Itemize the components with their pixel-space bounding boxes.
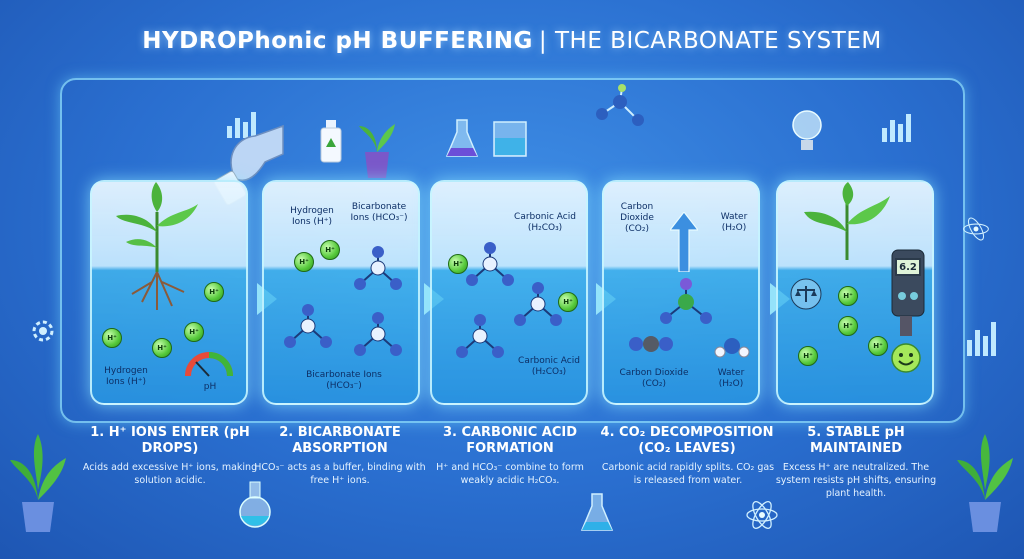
water-molecule: [712, 332, 752, 360]
bar-chart-icon: [965, 318, 999, 358]
panel-step-5: 6.2 H⁺ H⁺ H⁺ H⁺: [776, 180, 934, 405]
bicarbonate-molecule: [278, 302, 338, 352]
bicarbonate-molecule: [348, 244, 408, 294]
hydrogen-ion: H⁺: [868, 336, 888, 356]
rising-arrow-icon: [670, 212, 698, 272]
panel-step-2: Hydrogen Ions (H⁺) Bicarbonate Ions (HCO…: [262, 180, 420, 405]
atom-icon: [962, 215, 990, 243]
step-1-desc: Acids add excessive H⁺ ions, making solu…: [80, 461, 260, 487]
hydrogen-ion: H⁺: [102, 328, 122, 348]
step-4-title: 4. CO₂ DECOMPOSITION (CO₂ LEAVES): [592, 425, 782, 457]
step-5-title: 5. STABLE pH MAINTAINED: [766, 425, 946, 457]
healthy-plant-icon: [802, 182, 892, 262]
gear-icon: [30, 318, 56, 344]
ph-gauge-icon: [184, 348, 234, 378]
hydrogen-ion: H⁺: [838, 316, 858, 336]
bicarbonate-molecule: [348, 310, 408, 360]
bottle-icon: [318, 120, 344, 164]
hydrogen-ion: H⁺: [838, 286, 858, 306]
hydrogen-ion: H⁺: [294, 252, 314, 272]
bar-chart-icon: [880, 110, 916, 144]
plant-with-roots-icon: [112, 182, 202, 312]
potted-plant-icon: [8, 430, 68, 535]
water-label-bottom: Water (H₂O): [708, 368, 754, 390]
step-5-desc: Excess H⁺ are neutralized. The system re…: [766, 461, 946, 500]
step-2-title: 2. BICARBONATE ABSORPTION: [250, 425, 430, 457]
hydrogen-ions-label: Hydrogen Ions (H⁺): [282, 206, 342, 228]
carbon-dioxide-label-bottom: Carbon Dioxide (CO₂): [614, 368, 694, 390]
balance-scale-icon: [790, 278, 822, 310]
panel-step-4: Carbon Dioxide (CO₂) Water (H₂O) Carbon …: [602, 180, 760, 405]
hydrogen-ion: H⁺: [204, 282, 224, 302]
panel-label: Bicarbonate Ions (HCO₃⁻): [294, 370, 394, 392]
co2-molecule: [626, 332, 676, 356]
flask-icon: [445, 118, 479, 160]
molecule-icon: [590, 84, 650, 134]
potted-plant-icon: [955, 430, 1015, 535]
smiley-icon: [890, 342, 922, 374]
hydrogen-ion: H⁺: [798, 346, 818, 366]
carbon-dioxide-label: Carbon Dioxide (CO₂): [612, 202, 662, 235]
atom-icon: [745, 498, 779, 532]
panel-label: Hydrogen Ions (H⁺): [98, 366, 154, 388]
panel-step-1: H⁺ H⁺ H⁺ H⁺ Hydrogen Ions (H⁺) pH: [90, 180, 248, 405]
ph-label: pH: [200, 382, 220, 393]
step-3-desc: H⁺ and HCO₃⁻ combine to form weakly acid…: [420, 461, 600, 487]
carbonic-acid-molecule: [450, 312, 510, 362]
step-1-title: 1. H⁺ IONS ENTER (pH DROPS): [80, 425, 260, 457]
title-main: HYDROPhonic pH BUFFERING: [142, 28, 533, 54]
step-2-desc: HCO₃⁻ acts as a buffer, binding with fre…: [250, 461, 430, 487]
step-3-title: 3. CARBONIC ACID FORMATION: [420, 425, 600, 457]
page-title: HYDROPhonic pH BUFFERING| THE BICARBONAT…: [0, 28, 1024, 54]
step-4-desc: Carbonic acid rapidly splits. CO₂ gas is…: [598, 461, 778, 487]
ph-readout: 6.2: [895, 258, 921, 276]
hydrogen-ion: H⁺: [152, 338, 172, 358]
hydrogen-ion: H⁺: [320, 240, 340, 260]
potted-plant-icon: [355, 110, 399, 180]
bicarbonate-ions-label: Bicarbonate Ions (HCO₃⁻): [346, 202, 412, 224]
carbonic-acid-molecule: [508, 280, 568, 330]
hydrogen-ion: H⁺: [184, 322, 204, 342]
round-flask-icon: [235, 480, 275, 530]
panel-step-3: Carbonic Acid (H₂CO₃) H⁺ H⁺ Carbonic Aci…: [430, 180, 588, 405]
carbonic-acid-label-bottom: Carbonic Acid (H₂CO₃): [514, 356, 584, 378]
lightbulb-icon: [790, 108, 824, 156]
carbonic-acid-label: Carbonic Acid (H₂CO₃): [510, 212, 580, 234]
flask-icon: [580, 492, 614, 534]
title-sub: | THE BICARBONATE SYSTEM: [539, 28, 882, 54]
beaker-icon: [490, 118, 530, 160]
water-label: Water (H₂O): [714, 212, 754, 234]
